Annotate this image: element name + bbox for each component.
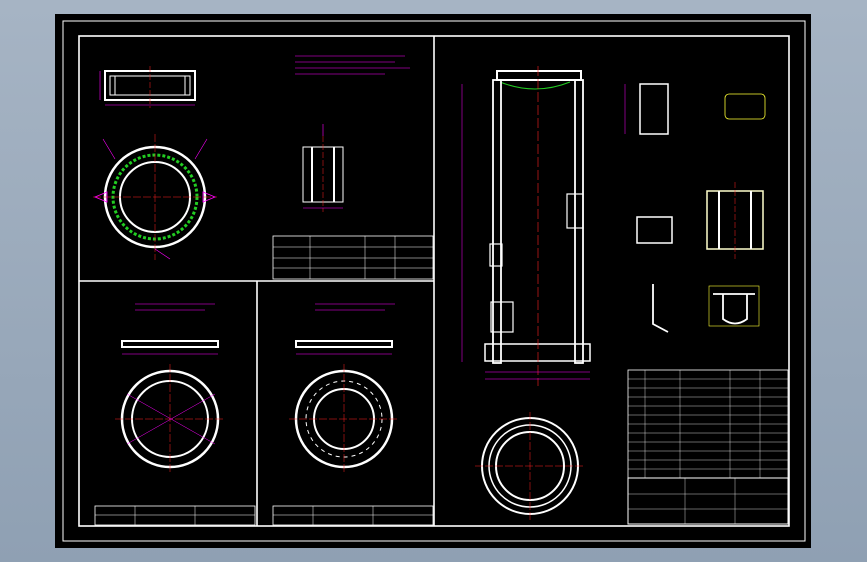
detail-bracket bbox=[624, 83, 766, 135]
parts-list-table bbox=[627, 369, 789, 479]
outer-border bbox=[62, 20, 806, 542]
ring-top-plan-view bbox=[93, 134, 217, 260]
main-title-block bbox=[627, 477, 789, 525]
note-block-top bbox=[295, 55, 410, 75]
flange-a-plan-view bbox=[115, 364, 225, 474]
cad-drawing bbox=[62, 20, 806, 542]
tank-plan-view bbox=[475, 412, 585, 520]
title-block-bottom-a bbox=[94, 505, 256, 526]
detail-nozzle bbox=[652, 284, 760, 333]
ring-top-section-view bbox=[99, 66, 196, 108]
flange-b-section-view bbox=[295, 303, 395, 355]
title-block-top-left bbox=[272, 235, 434, 280]
flange-b-plan-view bbox=[289, 364, 399, 474]
bolt-detail bbox=[302, 124, 344, 212]
title-block-bottom-b bbox=[272, 505, 434, 526]
flange-a-section-view bbox=[121, 303, 219, 355]
tank-elevation-view bbox=[461, 66, 591, 386]
cad-viewport[interactable] bbox=[55, 14, 811, 548]
detail-coupling bbox=[636, 182, 764, 259]
